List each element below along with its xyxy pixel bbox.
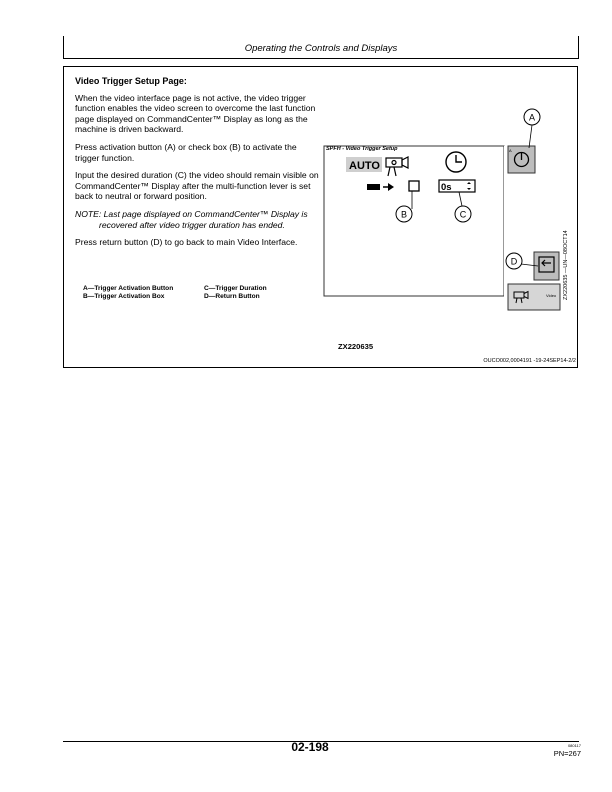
auto-badge [346,157,382,172]
reverse-machine-icon [367,183,394,191]
clock-icon [445,151,467,173]
text-column: Video Trigger Setup Page: When the video… [75,76,323,255]
callout-a-leader [528,124,533,149]
figure-side-code: ZX220635 —UN—08OCT14 [563,230,569,300]
callout-d-leader [520,263,539,267]
trigger-duration-field[interactable] [438,179,476,193]
video-tab[interactable] [507,283,561,311]
pn-number: PN=267 [553,749,581,758]
callout-b-label: B [401,210,407,220]
section-title: Video Trigger Setup Page: [75,76,187,86]
callout-d-label: D [511,257,518,267]
page-number: 02-198 [291,740,329,754]
legend-c: C—Trigger Duration [204,285,267,292]
note: NOTE: Last page displayed on CommandCent… [75,208,308,230]
footer-rule [63,741,579,742]
callout-c-leader [458,191,463,207]
screen-title: SPFH - Video Trigger Setup [326,146,398,152]
duration-spinner-icon [467,182,471,190]
display-screenshot: SPFH - Video Trigger Setup AUTO 0s B C A… [323,108,561,311]
button-a-marker: A [509,148,512,153]
header-rule-right [578,36,579,58]
callout-a-label: A [529,113,535,123]
paragraph-duration: Input the desired duration (C) the video… [75,170,319,202]
power-icon [513,151,530,168]
footer-small-code: 080117 [567,743,581,748]
header-rule-bottom [63,58,579,59]
callout-d [505,252,523,270]
callout-c-label: C [460,210,467,220]
legend: A—Trigger Activation Button C—Trigger Du… [83,285,267,301]
duration-value: 0s [441,182,452,193]
trigger-activation-box[interactable] [408,180,420,192]
header-rule-left [63,36,64,58]
return-arrow-icon [538,256,555,273]
video-camera-icon [513,290,529,304]
auto-label: AUTO [349,160,380,172]
callout-c [454,205,472,223]
document-reference: OUCO002,0004191 -19-24SEP14-2/2 [483,358,576,364]
paragraph-intro: When the video interface page is not act… [75,92,316,135]
callout-b [395,205,413,223]
legend-d: D—Return Button [204,293,260,300]
camera-icon [385,156,409,177]
legend-b: B—Trigger Activation Box [83,293,165,300]
paragraph-return: Press return button (D) to go back to ma… [75,237,298,248]
legend-a: A—Trigger Activation Button [83,285,174,292]
figure-id: ZX220635 [338,342,374,351]
paragraph-activation: Press activation button (A) or check box… [75,141,297,163]
running-header: Operating the Controls and Displays [244,43,398,54]
video-tab-label: Video [546,293,557,298]
content-frame [63,66,578,368]
